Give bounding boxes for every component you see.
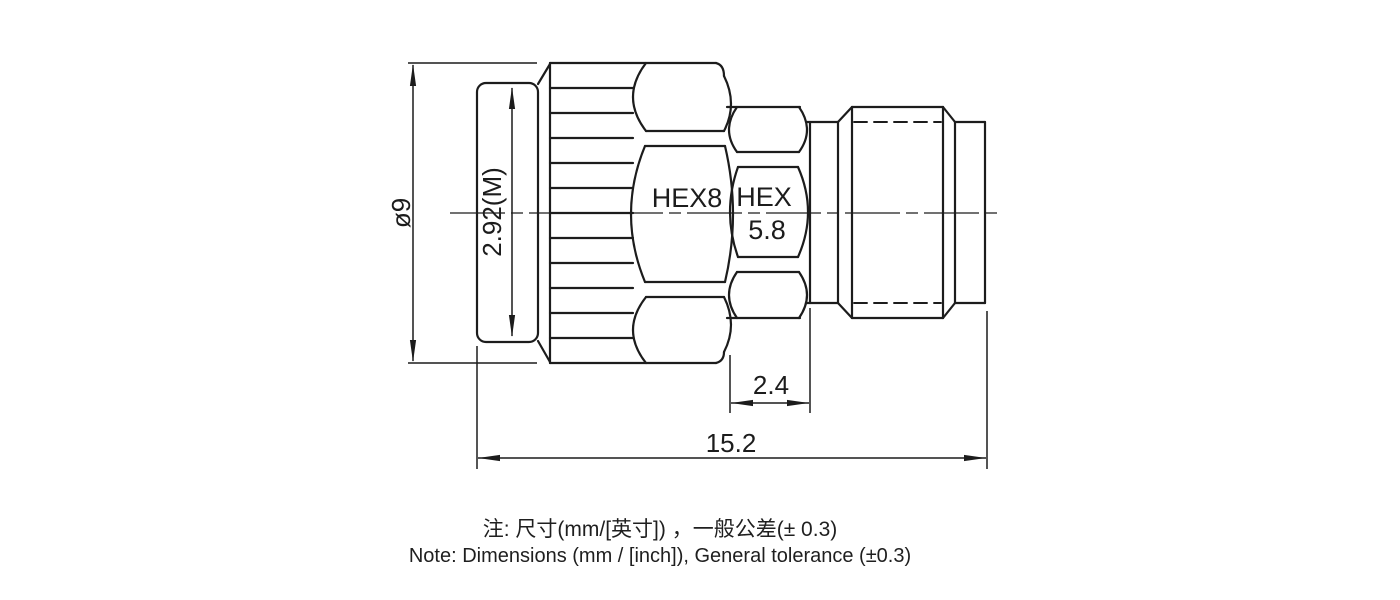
hex58-label-top: HEX [736, 182, 792, 212]
hex8-label: HEX8 [652, 183, 723, 213]
note-line-english: Note: Dimensions (mm / [inch]), General … [408, 545, 912, 567]
dim-overall-length: 15.2 [476, 311, 988, 469]
knurl-lines [548, 86, 635, 340]
taper-top [536, 62, 552, 86]
dim-label-outer-diameter: ø9 [386, 198, 416, 228]
part-labels: HEX8 HEX 5.8 [652, 182, 792, 245]
dim-interface: 2.92(M) [477, 87, 516, 337]
dim-rear-hex-length: 2.4 [729, 308, 811, 413]
dim-label-rear-hex-length: 2.4 [753, 370, 789, 400]
dim-label-interface: 2.92(M) [477, 167, 507, 257]
hex58-facets [725, 105, 810, 320]
taper-bottom [536, 339, 552, 364]
hex8-facets [629, 61, 735, 365]
note-line-chinese: 注: 尺寸(mm/[英寸]) ，一般公差(± 0.3) [482, 518, 838, 541]
dimensions: ø9 2.92(M) 2.4 [386, 62, 988, 469]
connector-body [450, 61, 1002, 365]
dim-outer-diameter: ø9 [386, 62, 537, 364]
hex58-label-bottom: 5.8 [748, 215, 786, 245]
tolerance-notes: 注: 尺寸(mm/[英寸]) ，一般公差(± 0.3) Note: Dimens… [409, 516, 911, 570]
dim-label-overall-length: 15.2 [706, 428, 757, 458]
